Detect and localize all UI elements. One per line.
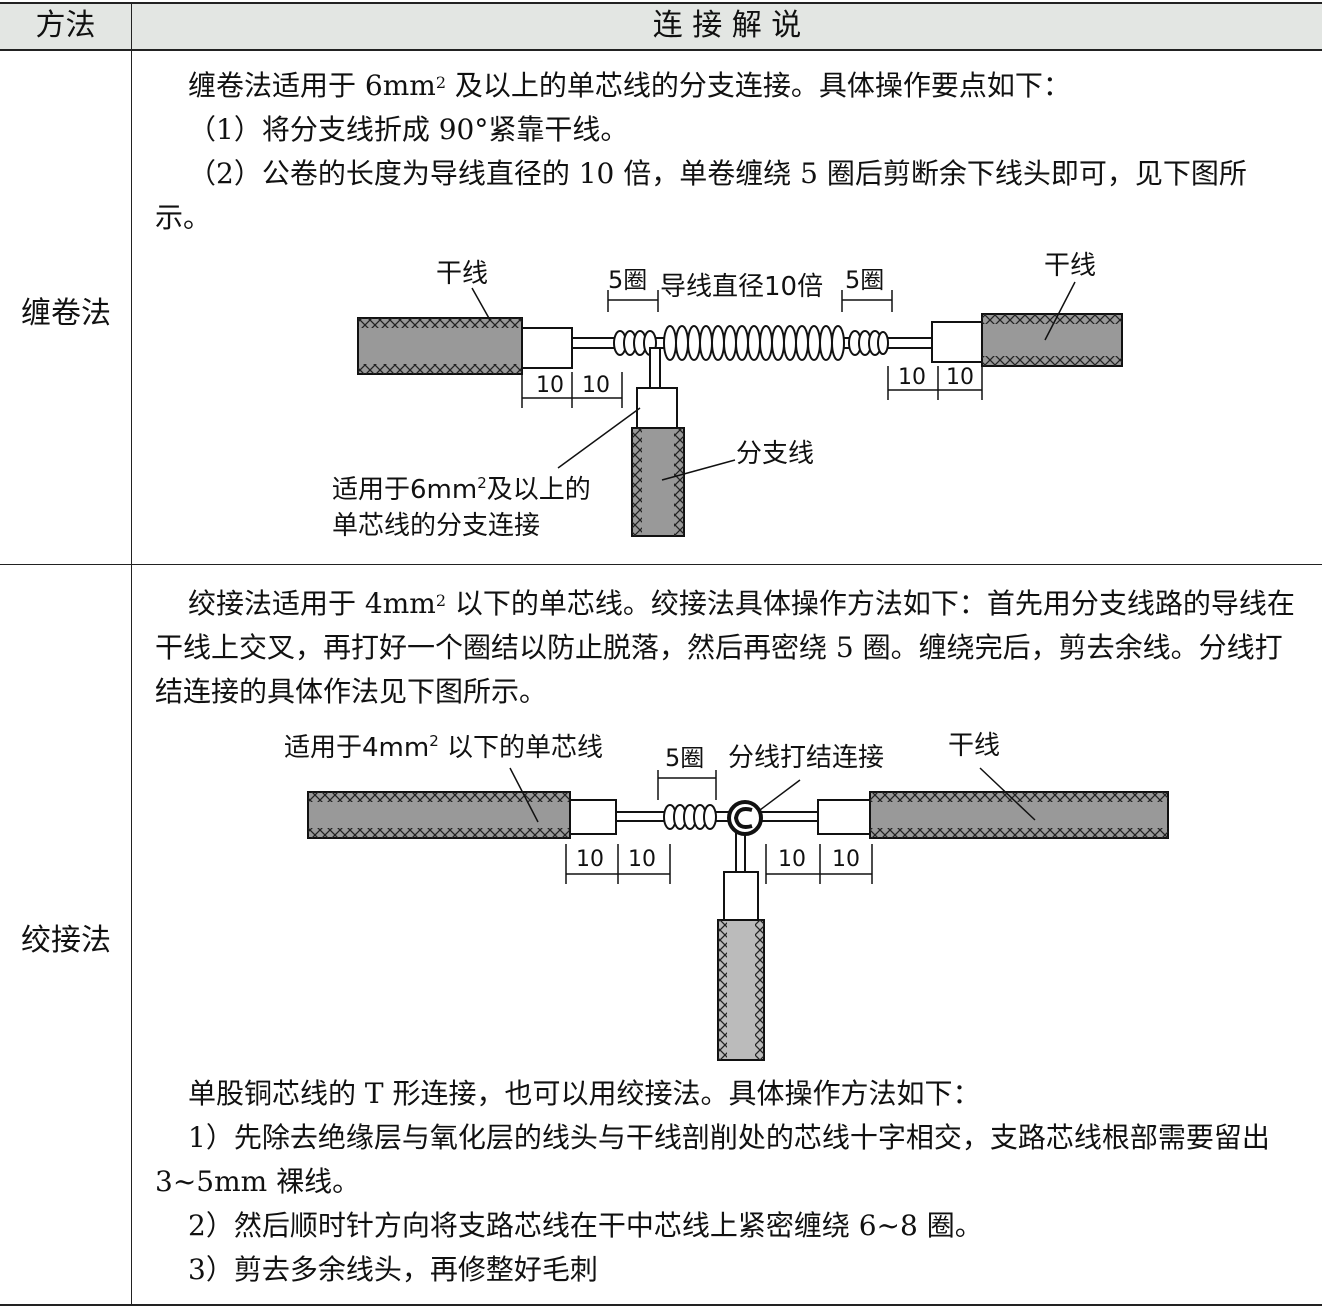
label-5turns-left: 5圈 xyxy=(608,266,647,294)
branch-core xyxy=(649,347,661,389)
border-bottom xyxy=(0,1304,1322,1306)
twist-step-1: 1）先除去绝缘层与氧化层的线头与干线剖削处的芯线十字相交，支路芯线根部需要留出 … xyxy=(155,1121,1270,1198)
twist-intro: 绞接法适用于 4mm2 以下的单芯线。绞接法具体操作方法如下：首先用分支线路的导… xyxy=(155,587,1295,708)
twist-step-2: 2）然后顺时针方向将支路芯线在干中芯线上紧密缠绕 6~8 圈。 xyxy=(188,1209,983,1242)
trunk-left-insulation xyxy=(521,327,573,369)
wrap-step-2: （2）公卷的长度为导线直径的 10 倍，单卷缠绕 5 圈后剪断余下线头即可，见下… xyxy=(155,157,1247,234)
dim-10-d: 10 xyxy=(946,365,974,390)
t-dim-10-b: 10 xyxy=(628,847,656,872)
note-line-1: 适用于6mm2及以上的 xyxy=(332,474,591,505)
method-wrap: 缠卷法 xyxy=(21,296,111,331)
label-trunk-left: 干线 xyxy=(436,259,488,289)
dim-10-a: 10 xyxy=(536,373,564,398)
t-core-wire xyxy=(615,811,819,822)
t-branch-insulation xyxy=(723,871,759,921)
dim-10-c: 10 xyxy=(898,365,926,390)
label-trunk-right: 干线 xyxy=(1044,251,1096,281)
t-label-applies: 适用于4mm2 以下的单芯线 xyxy=(284,732,603,763)
t-label-5turns: 5圈 xyxy=(665,744,704,772)
t-label-trunk: 干线 xyxy=(948,731,1000,761)
twist-t-intro: 单股铜芯线的 T 形连接，也可以用绞接法。具体操作方法如下： xyxy=(188,1077,981,1110)
label-length: 导线直径10倍 xyxy=(660,272,823,302)
t-dim-10-c: 10 xyxy=(778,847,806,872)
wrap-intro: 缠卷法适用于 6mm2 及以上的单芯线的分支连接。具体操作要点如下： xyxy=(188,69,1071,102)
coil-turns xyxy=(613,325,889,361)
note-line-2: 单芯线的分支连接 xyxy=(332,511,540,541)
dim-10-b: 10 xyxy=(582,373,610,398)
method-twist: 绞接法 xyxy=(21,923,111,958)
t-trunk-right-insulation xyxy=(817,799,871,835)
t-knot xyxy=(727,800,763,836)
header-method: 方法 xyxy=(35,8,96,43)
label-5turns-right: 5圈 xyxy=(845,266,884,294)
t-dim-10-a: 10 xyxy=(576,847,604,872)
label-branch: 分支线 xyxy=(736,439,814,469)
wrap-step-1: （1）将分支线折成 90°紧靠干线。 xyxy=(188,113,629,146)
t-dim-10-d: 10 xyxy=(832,847,860,872)
border-col xyxy=(131,2,132,1306)
branch-insulation xyxy=(636,387,678,429)
t-coil-turns xyxy=(663,804,717,830)
twist-step-3: 3）剪去多余线头，再修整好毛刺 xyxy=(188,1253,598,1286)
border-top xyxy=(0,2,1322,4)
t-trunk-left-insulation xyxy=(569,799,617,835)
header-description: 连 接 解 说 xyxy=(652,8,802,43)
trunk-right-insulation xyxy=(931,321,983,363)
header-bg xyxy=(0,3,1322,49)
t-label-knot: 分线打结连接 xyxy=(728,743,884,773)
border-row xyxy=(0,564,1322,565)
border-header xyxy=(0,49,1322,51)
